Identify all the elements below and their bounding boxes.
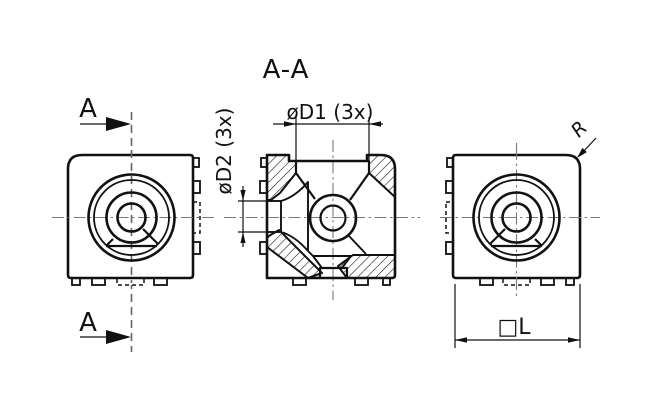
dimension-d1: øD1 (3x) — [273, 100, 383, 160]
dim-d1-arrow-left — [284, 121, 296, 127]
section-view: øD1 (3x) øD2 (3x) — [212, 100, 420, 300]
dimension-l: □L — [454, 284, 581, 348]
radius-label: R — [567, 117, 592, 142]
front-view-bore — [87, 173, 176, 262]
dim-l-arrow-right — [568, 337, 580, 343]
section-title: A-A — [263, 55, 310, 85]
section-arrow-bottom: A — [79, 308, 131, 344]
section-bore-outer — [308, 193, 358, 243]
section-hatch-regions — [266, 154, 396, 279]
section-arrow-top-head — [106, 117, 131, 131]
dim-d2-arrow-top — [240, 190, 246, 201]
section-arrow-bottom-head — [106, 330, 131, 344]
section-letter-top: A — [79, 94, 97, 124]
section-view-body — [265, 153, 397, 280]
section-arrow-top: A — [79, 94, 131, 131]
dim-d1-arrow-right — [369, 121, 381, 127]
dimension-d2-label: øD2 (3x) — [212, 108, 236, 195]
radius-callout: R — [567, 117, 597, 158]
dim-d2-arrow-bottom — [240, 232, 246, 243]
section-bore-inner — [319, 204, 347, 232]
radius-leader-arrow — [577, 147, 587, 158]
side-view: R □L — [440, 117, 600, 348]
front-view: A A — [52, 94, 214, 352]
section-letter-bottom: A — [79, 308, 97, 338]
side-view-bore — [472, 173, 561, 262]
dimension-l-label: □L — [497, 315, 531, 340]
dimension-d2: øD2 (3x) — [212, 108, 267, 247]
dim-l-arrow-left — [455, 337, 467, 343]
section-internal-geometry — [267, 161, 371, 278]
dimension-d1-label: øD1 (3x) — [287, 100, 374, 124]
